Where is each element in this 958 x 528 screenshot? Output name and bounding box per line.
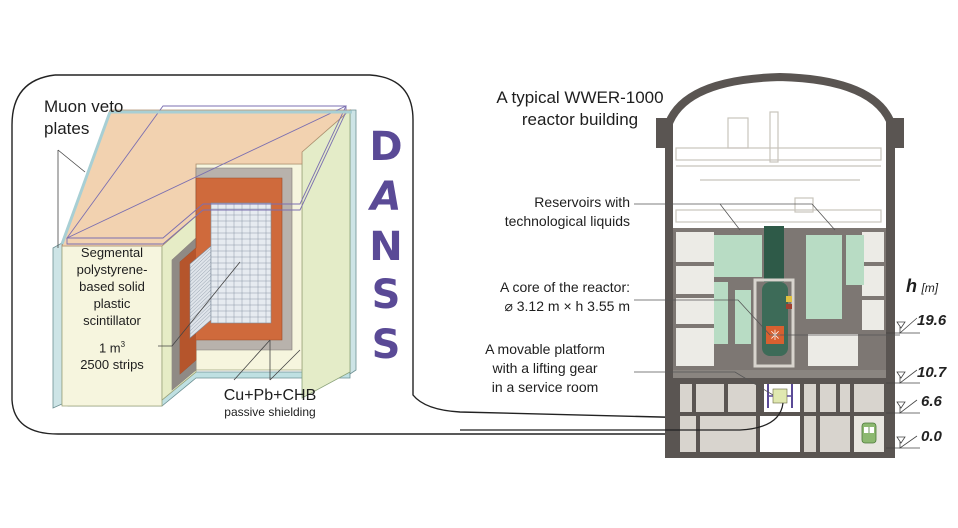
movable-platform <box>767 384 793 408</box>
strip-line <box>189 303 212 325</box>
strip-line <box>189 251 212 272</box>
strip-line <box>189 279 212 300</box>
strip-line <box>189 314 212 335</box>
train-icon <box>861 422 877 444</box>
strip-line <box>189 268 212 290</box>
shielding-label: Cu+Pb+CHB passive shielding <box>210 386 330 419</box>
reactor-leader-lines <box>460 203 900 431</box>
platform-label-line: in a service room <box>491 379 599 395</box>
muon-veto-label-line: Muon veto <box>44 97 124 116</box>
scintillator-label-line: Segmental <box>80 245 144 260</box>
strip-line <box>189 265 212 286</box>
rooms-upper <box>676 232 884 366</box>
height-level: 6.6 <box>921 393 942 410</box>
svg-text:✳: ✳ <box>769 328 781 344</box>
muon-veto-label: Muon veto plates <box>44 96 123 140</box>
scintillator-strips <box>189 202 272 339</box>
rooms-lower <box>680 384 884 452</box>
strip-line <box>189 293 212 314</box>
danss-letter: S <box>371 272 401 318</box>
top-face <box>61 109 352 247</box>
scintillator-label-line: polystyrene- <box>76 262 148 277</box>
height-level: 0.0 <box>921 428 942 445</box>
strip-line <box>189 275 212 297</box>
reactor-title: A typical WWER-1000 reactor building <box>470 87 690 131</box>
reactor-building: ✳ <box>656 72 904 458</box>
top-veto-plate-edge <box>66 105 347 245</box>
strip-line <box>189 254 212 276</box>
strip-line <box>189 247 212 269</box>
strip-line <box>189 282 212 304</box>
scintillator-label-line: scintillator <box>83 313 141 328</box>
height-axis-label: h [m] <box>906 276 938 297</box>
scintillator-label-line: plastic <box>93 296 131 311</box>
strips-label: 2500 strips <box>80 357 144 373</box>
building-left-wall <box>665 118 673 458</box>
top-veto-plate <box>66 105 347 239</box>
building-right-wall <box>886 118 895 458</box>
reservoir <box>735 290 751 344</box>
platform-label-line: with a lifting gear <box>492 360 598 376</box>
height-markers <box>886 317 920 449</box>
danss-letter: D <box>369 124 403 170</box>
volume-superscript: 3 <box>120 340 126 349</box>
shielding-subtitle: passive shielding <box>224 405 316 419</box>
reservoir <box>846 235 864 285</box>
reservoir <box>806 235 842 319</box>
right-veto-plate <box>349 109 357 375</box>
strip-line <box>189 286 212 307</box>
reactor-title-line: reactor building <box>521 110 639 129</box>
reactor-title-line: A typical WWER-1000 <box>496 88 664 107</box>
muon-veto-label-line: plates <box>44 119 90 138</box>
strip-line <box>189 310 212 332</box>
strip-line <box>189 258 212 279</box>
floor-slab <box>673 370 886 378</box>
danss-letter: N <box>369 224 403 270</box>
volume-label: 1 m <box>98 340 121 356</box>
strip-line <box>189 261 212 283</box>
reservoirs <box>714 235 864 344</box>
height-unit: [m] <box>921 281 939 295</box>
reservoirs-label: Reservoirs with technological liquids <box>440 193 630 231</box>
height-level: 10.7 <box>917 364 947 381</box>
danss-detector <box>52 105 357 409</box>
scintillator-label-line: based solid <box>79 279 145 294</box>
scintillator-label: Segmental polystyrene- based solid plast… <box>62 244 162 329</box>
danss-letter: A <box>370 174 402 220</box>
height-level: 19.6 <box>917 312 947 329</box>
strip-line <box>189 289 212 311</box>
core-label: A core of the reactor: ⌀ 3.12 m × h 3.55… <box>420 278 630 316</box>
strip-line <box>189 272 212 293</box>
left-veto-plate <box>52 242 63 409</box>
reservoirs-label-line: technological liquids <box>504 213 630 229</box>
volume-strips-label: 1 m3 2500 strips <box>62 336 162 373</box>
polar-crane <box>675 111 882 223</box>
reactor-vessel: ✳ <box>753 226 795 368</box>
danss-letter: S <box>371 322 401 368</box>
reservoir <box>714 282 728 344</box>
core-label-line: A core of the reactor: <box>500 279 630 295</box>
platform-label: A movable platform with a lifting gear i… <box>460 340 630 397</box>
reservoir <box>714 235 762 277</box>
platform-label-line: A movable platform <box>485 341 605 357</box>
reactor-dome <box>661 72 899 146</box>
reservoirs-label-line: Reservoirs with <box>534 194 630 210</box>
strip-line <box>189 296 212 318</box>
right-face <box>301 109 351 399</box>
strip-line <box>189 307 212 328</box>
detector-leader-lines <box>57 149 301 381</box>
shielding-title: Cu+Pb+CHB <box>223 387 317 404</box>
core-label-line: ⌀ 3.12 m × h 3.55 m <box>504 298 630 314</box>
height-symbol: h <box>906 276 917 296</box>
